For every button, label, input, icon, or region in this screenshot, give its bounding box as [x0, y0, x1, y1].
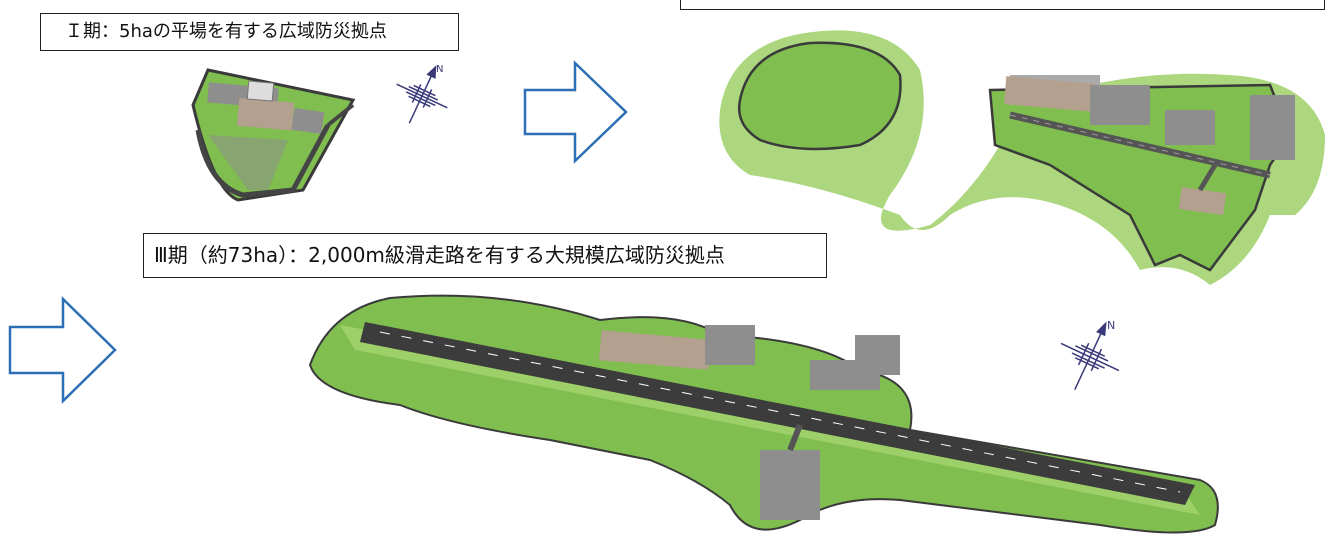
phase1-label: Ｉ期：5haの平場を有する広域防災拠点 — [40, 13, 459, 51]
compass-north-letter: N — [1107, 319, 1115, 332]
phase1-site-map — [191, 68, 356, 202]
phase2-label-box — [680, 0, 1325, 10]
arrow-right-icon — [8, 296, 117, 404]
compass-north-letter: N — [436, 64, 443, 75]
compass-north-icon: N — [1060, 319, 1120, 390]
arrow-right-icon — [523, 60, 628, 164]
compass-north-icon: N — [396, 64, 448, 124]
phase2-site-map — [719, 30, 1325, 285]
phase3-site-map — [308, 294, 1219, 534]
phase3-label: Ⅲ期（約73ha）：2,000m級滑走路を有する大規模広域防災拠点 — [143, 233, 827, 278]
